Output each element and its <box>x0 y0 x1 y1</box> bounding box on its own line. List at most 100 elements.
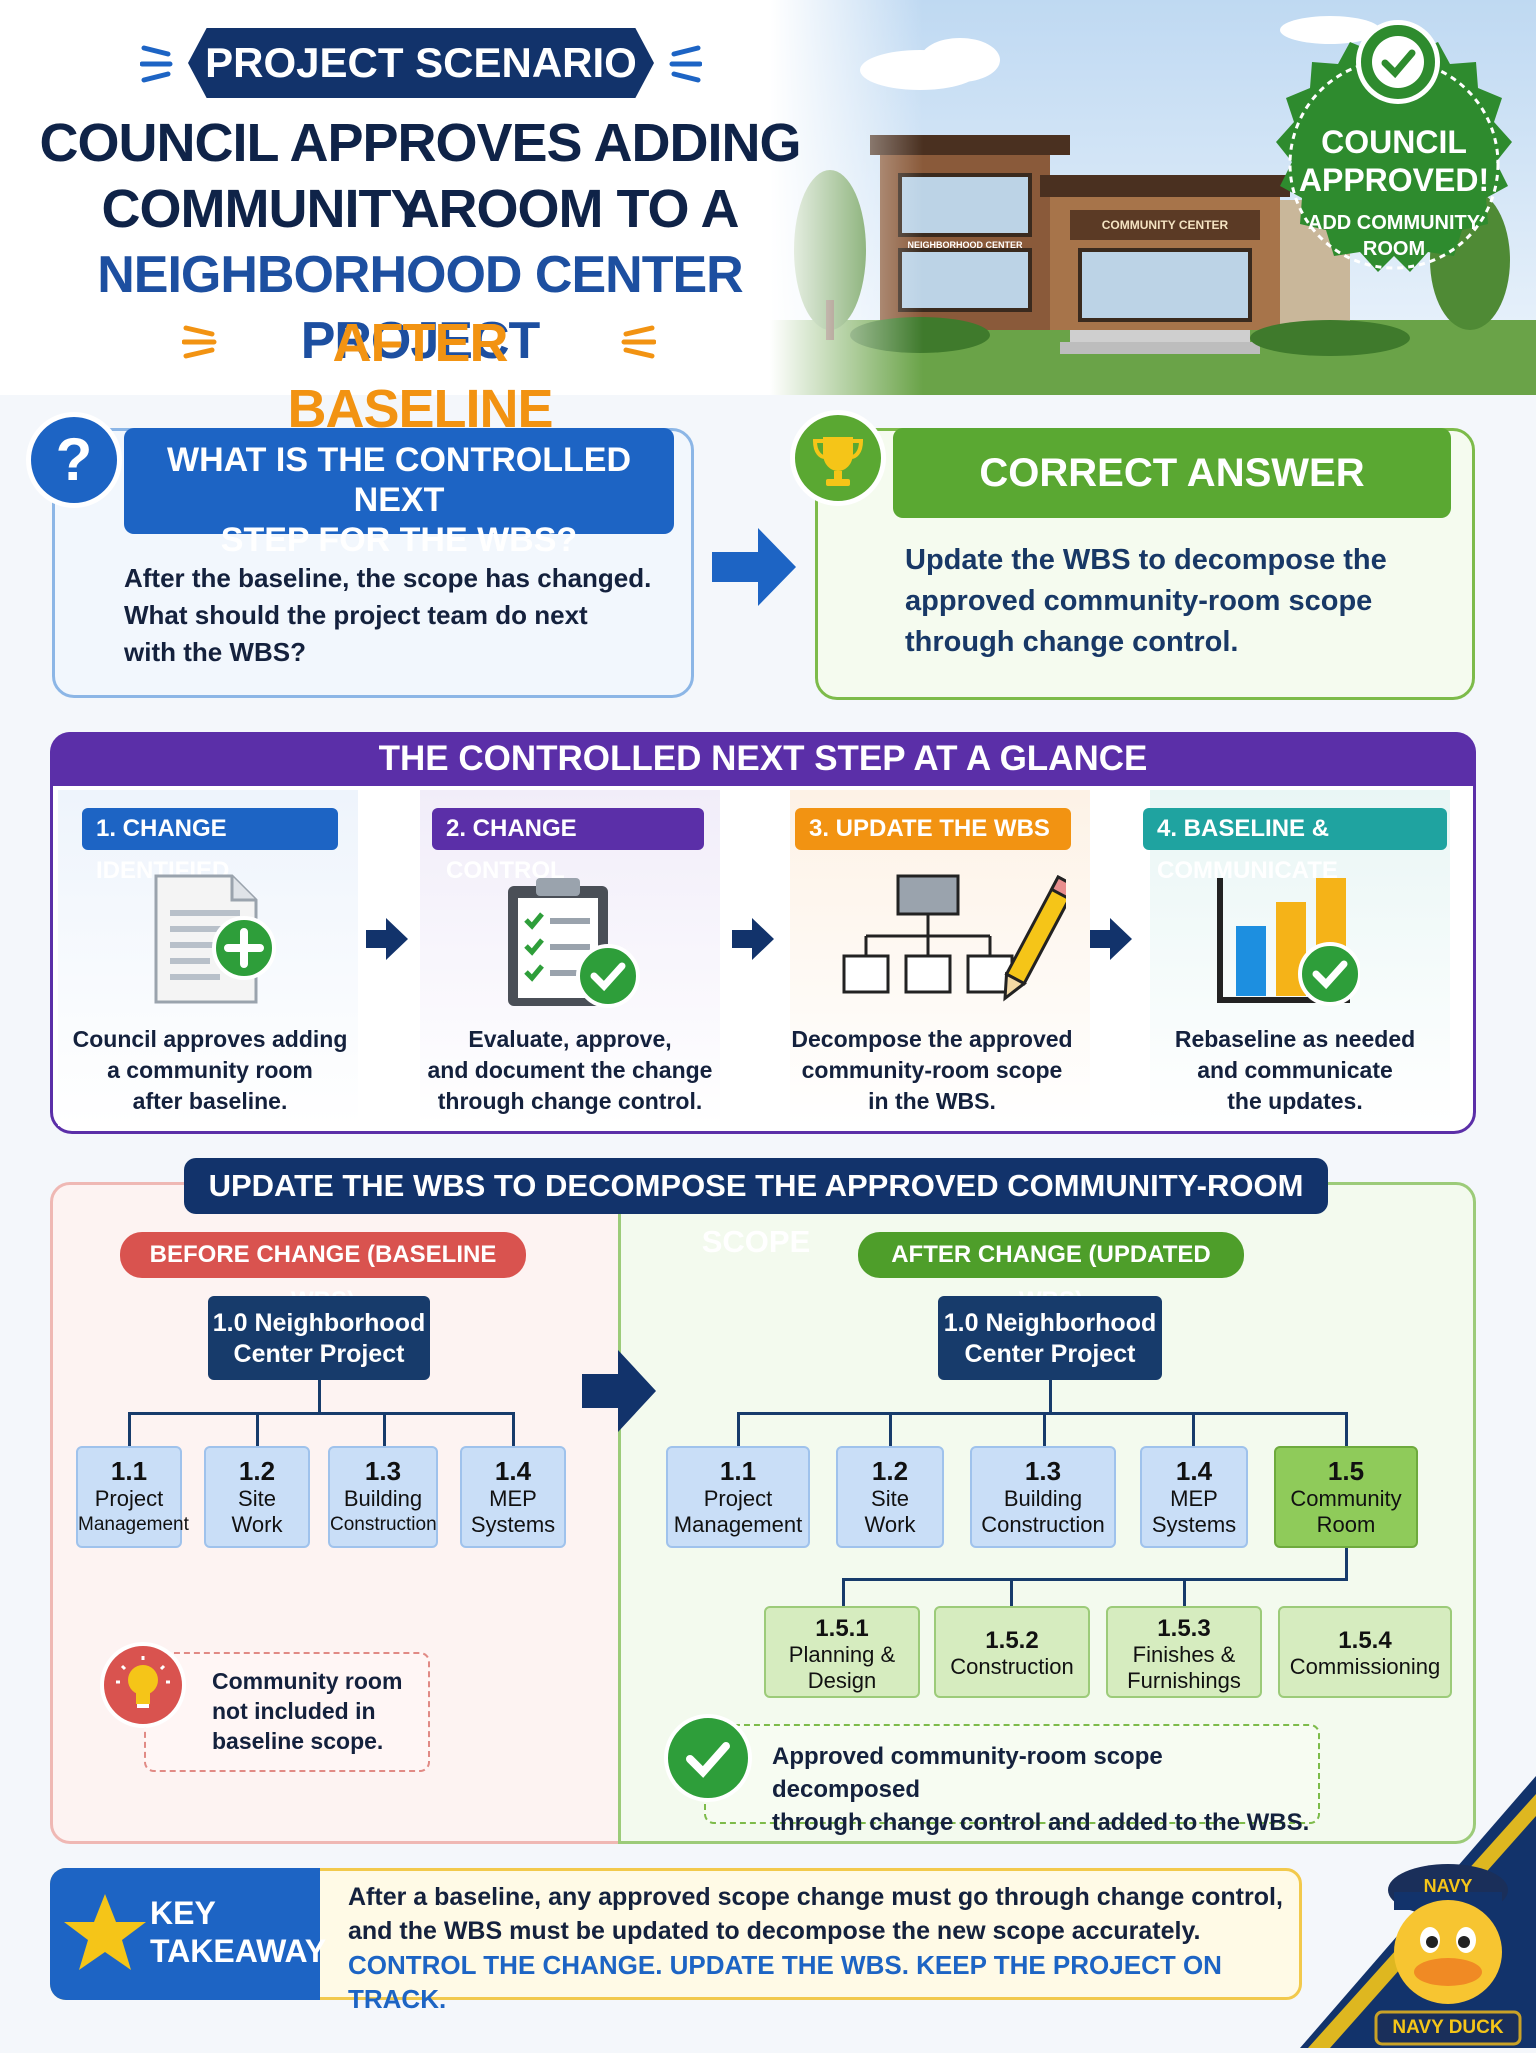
wbs-tree-pencil-icon <box>836 870 1078 1015</box>
before-connector-v <box>318 1380 321 1414</box>
after-drop-2 <box>889 1412 892 1446</box>
dash-right-orange <box>616 320 657 369</box>
sub-node-4-l1: Commissioning <box>1289 1654 1441 1679</box>
scenario-banner: PROJECT SCENARIO <box>188 28 654 98</box>
sub-node-2-num: 1.5.2 <box>985 1627 1039 1654</box>
note-line3: baseline scope. <box>212 1728 384 1754</box>
after-node-5-l2: Room <box>1316 1512 1376 1537</box>
arrow-icon-2 <box>728 916 778 967</box>
mascot-cap-text: NAVY <box>1423 1876 1473 1896</box>
note-text: Community room not included in baseline sc… <box>212 1666 426 1756</box>
before-node-2-l2: Work <box>231 1512 283 1537</box>
after-root-line2: Center Project <box>964 1340 1136 1368</box>
step-3-line2: community-room scope <box>801 1057 1063 1083</box>
headline-line3: NEIGHBORHOOD CENTER PROJECT <box>97 246 743 370</box>
before-label: BEFORE CHANGE (BASELINE WBS) <box>120 1232 526 1314</box>
before-node-2-l1: Site <box>238 1486 276 1511</box>
note-box <box>144 1652 430 1772</box>
step-desc-4: Rebaseline as needed and communicate the u… <box>1145 1024 1445 1117</box>
sub-drop-3 <box>1183 1578 1186 1606</box>
glance-title: THE CONTROLLED NEXT STEP AT A GLANCE <box>50 732 1476 786</box>
after-drop-3 <box>1043 1412 1046 1446</box>
after-drop-5 <box>1345 1412 1348 1446</box>
step-desc-3: Decompose the approved community-room sco… <box>782 1024 1082 1117</box>
answer-title: CORRECT ANSWER <box>893 428 1451 518</box>
before-connector-h <box>128 1412 514 1415</box>
note-line1: Community room <box>212 1668 403 1694</box>
arrow-icon-3 <box>1086 916 1136 967</box>
document-add-icon <box>146 870 286 1015</box>
before-after-arrow-icon <box>578 1346 660 1441</box>
step-label-2: 2. CHANGE CONTROL <box>432 808 704 884</box>
step-desc-2: Evaluate, approve,and document the chang… <box>420 1024 720 1117</box>
takeaway-label-1: KEY <box>150 1895 216 1931</box>
after-label: AFTER CHANGE (UPDATED WBS) <box>858 1232 1244 1314</box>
after-node-3-l1: Building <box>1003 1486 1083 1511</box>
approved-check-icon <box>664 1714 752 1802</box>
before-root-line2: Center Project <box>233 1340 405 1368</box>
step-label-3: 3. UPDATE THE WBS <box>795 808 1071 850</box>
approved-note-box <box>704 1724 1320 1824</box>
badge-line4: ROOM <box>1362 238 1426 260</box>
approved-line1: Approved community-room scope decomposed <box>772 1743 1163 1803</box>
arrow-right-icon <box>708 522 800 617</box>
sub-drop-1 <box>842 1578 845 1606</box>
after-node-1-l1: Project <box>703 1486 773 1511</box>
before-drop-3 <box>383 1412 386 1446</box>
step-4-line1: Rebaseline as needed <box>1174 1026 1416 1052</box>
takeaway-body-1: After a baseline, any approved scope cha… <box>348 1883 1283 1911</box>
step-label-1: 1. CHANGE IDENTIFIED <box>82 808 338 884</box>
step-label-4: 4. BASELINE & COMMUNICATE <box>1143 808 1447 884</box>
before-drop-1 <box>128 1412 131 1446</box>
answer-body: Update the WBS to decompose the approved… <box>905 540 1465 663</box>
answer-body-3: through change control. <box>905 626 1239 658</box>
sub-connector-v <box>1345 1548 1348 1580</box>
after-node-5-l1: Community <box>1290 1486 1402 1511</box>
after-node-3-l2: Construction <box>981 1512 1105 1537</box>
trophy-icon <box>790 410 886 506</box>
sub-node-3-l1: Finishes & <box>1132 1642 1236 1667</box>
step-4-line2: and communicate <box>1197 1057 1393 1083</box>
question-title-2: STEP FOR THE WBS? <box>220 521 578 559</box>
after-drop-4 <box>1192 1412 1195 1446</box>
note-line2: not included in <box>212 1698 376 1724</box>
before-drop-4 <box>512 1412 515 1446</box>
after-connector-v <box>1049 1380 1052 1414</box>
before-node-1-l1: Project <box>94 1486 164 1511</box>
headline-line4: AFTER BASELINE <box>287 313 553 439</box>
badge-line3: ADD COMMUNITY <box>1307 212 1481 234</box>
step-4-line3: the updates. <box>1227 1088 1363 1114</box>
building-sign-1: NEIGHBORHOOD CENTER <box>907 240 1023 250</box>
question-body: After the baseline, the scope has change… <box>124 560 684 671</box>
council-approved-badge: COUNCIL APPROVED! ADD COMMUNITY ROOM <box>1258 20 1530 300</box>
sub-node-2-l1: Construction <box>950 1654 1074 1679</box>
after-node-4-l2: Systems <box>1151 1512 1237 1537</box>
before-node-4-l1: MEP <box>489 1486 537 1511</box>
before-node-4-l2: Systems <box>470 1512 556 1537</box>
answer-body-2: approved community-room scope <box>905 585 1373 617</box>
step-1-line2: a community room <box>107 1057 313 1083</box>
check-icon <box>1356 20 1440 104</box>
sub-connector-h <box>842 1578 1348 1581</box>
answer-body-1: Update the WBS to decompose the <box>905 544 1387 576</box>
step-2-line3: through change control. <box>437 1088 703 1114</box>
step-3-line1: Decompose the approved <box>791 1026 1073 1052</box>
bar-chart-check-icon <box>1210 872 1362 1017</box>
sub-node-4-num: 1.5.4 <box>1338 1627 1392 1654</box>
sub-node-1-l2: Design <box>807 1668 877 1693</box>
takeaway-label-2: TAKEAWAY <box>150 1933 327 1969</box>
wbs-title: UPDATE THE WBS TO DECOMPOSE THE APPROVED… <box>184 1158 1328 1259</box>
before-node-4-num: 1.4 <box>494 1456 532 1486</box>
after-connector-h <box>737 1412 1345 1415</box>
